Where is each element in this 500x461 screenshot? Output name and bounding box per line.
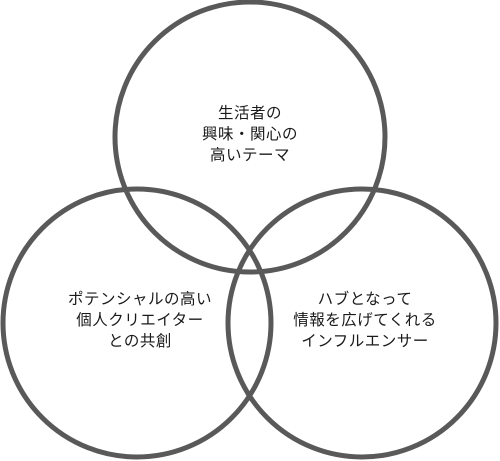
circle-top xyxy=(112,0,388,275)
circle-left-line-2: 個人クリエイター xyxy=(76,311,204,329)
circle-right-label: ハブとなって 情報を広げてくれる インフルエンサー xyxy=(265,289,465,352)
circle-left xyxy=(0,186,274,460)
circle-top-line-1: 生活者の xyxy=(217,104,282,122)
circle-top-label: 生活者の 興味・関心の 高いテーマ xyxy=(160,103,340,166)
circle-right-line-1: ハブとなって xyxy=(317,290,413,308)
circle-left-line-1: ポテンシャルの高い xyxy=(67,290,212,308)
circle-right xyxy=(225,186,499,460)
circle-top-line-3: 高いテーマ xyxy=(209,146,290,164)
circle-left-line-3: との共創 xyxy=(108,332,172,350)
circle-top-line-2: 興味・関心の xyxy=(201,125,298,143)
circle-right-line-2: 情報を広げてくれる xyxy=(293,311,437,329)
circle-left-label: ポテンシャルの高い 個人クリエイター との共創 xyxy=(40,289,240,352)
circle-right-line-3: インフルエンサー xyxy=(301,332,429,350)
